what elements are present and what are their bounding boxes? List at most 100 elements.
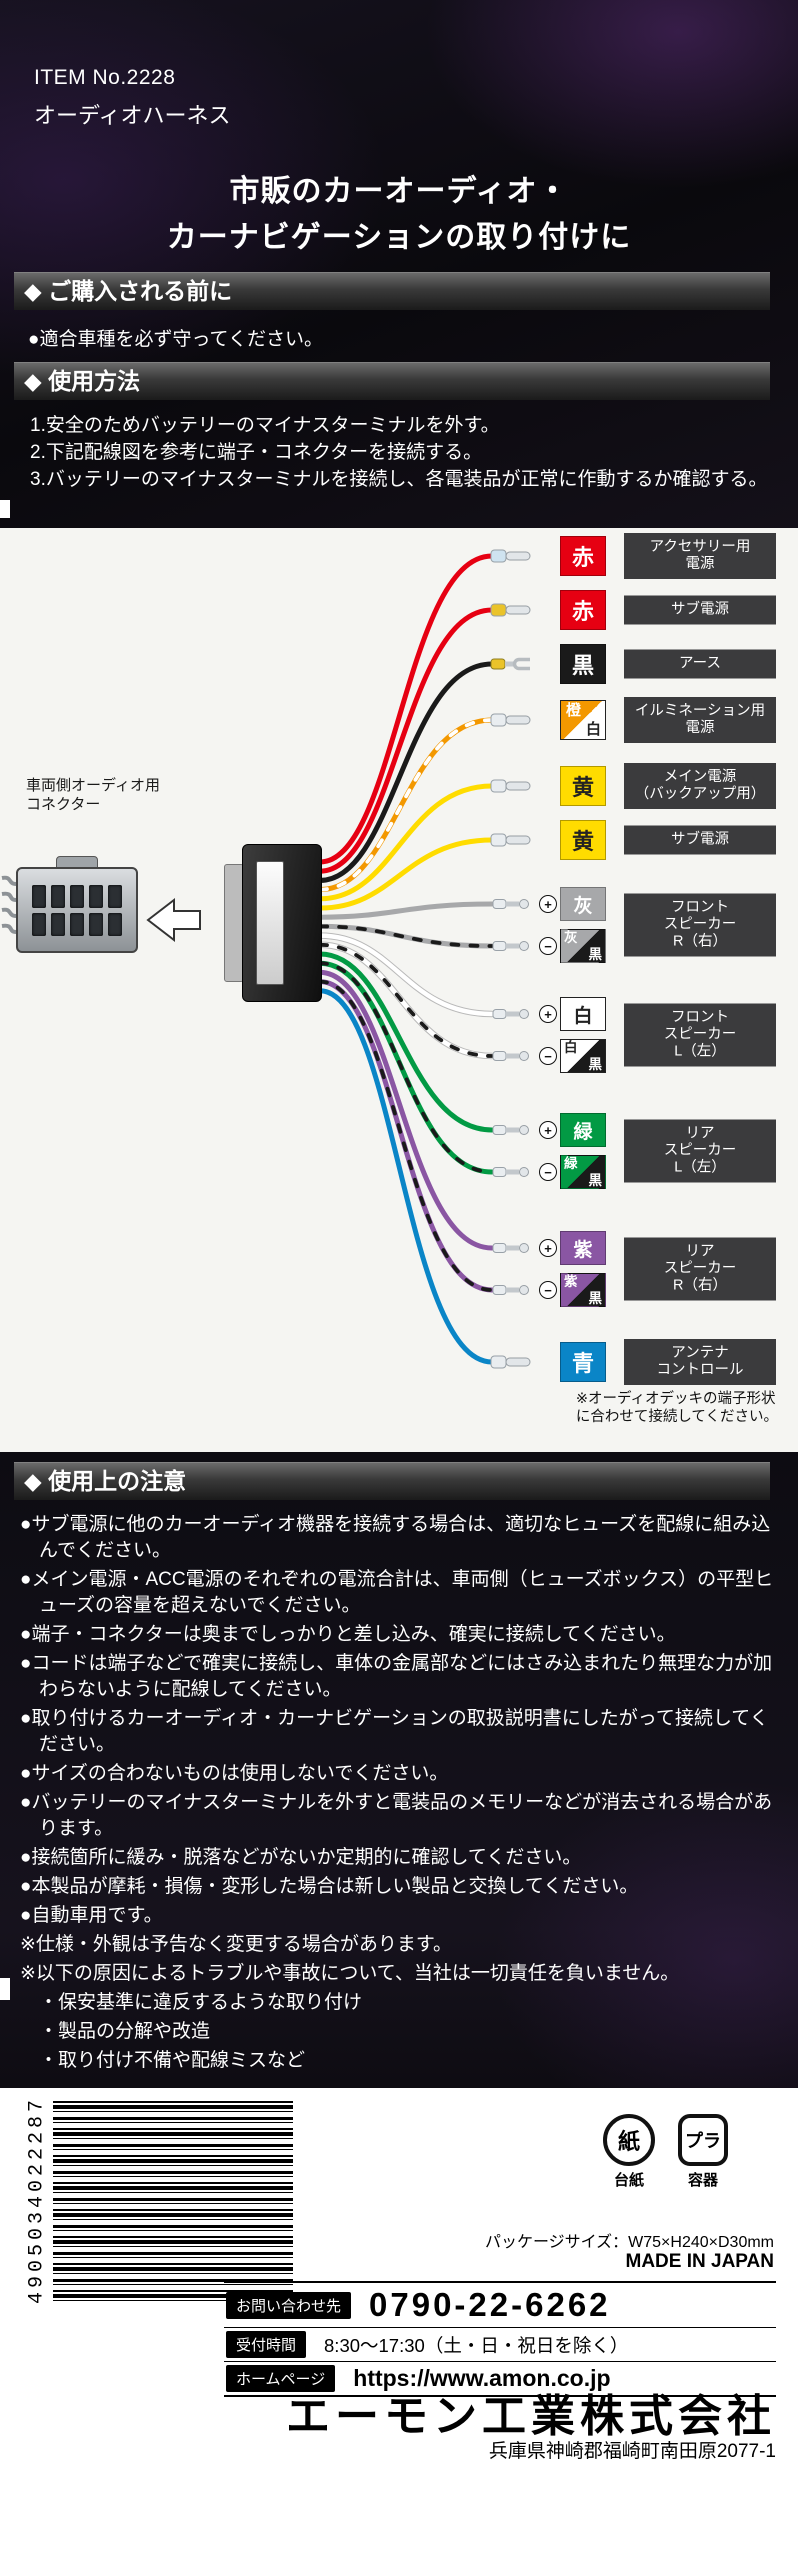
recycle-plastic-mark: プラ 容器 (672, 2114, 734, 2190)
connector-pin-slot (108, 884, 122, 908)
caution-item: ●自動車用です。 (20, 1905, 163, 1926)
diagram-wire-row: −紫黒 (490, 1273, 606, 1307)
polarity-icon: + (539, 1005, 557, 1023)
connector-pin-slot (32, 912, 46, 936)
polarity-icon: − (539, 1047, 557, 1065)
wire-function-label: フロント スピーカー R（右） (624, 893, 776, 957)
recycle-paper-label: 台紙 (613, 2172, 644, 2189)
terminal-icon (490, 1281, 536, 1299)
barcode-number: 4905034022287 (22, 2096, 52, 2304)
main-title-line2: カーナビゲーションの取り付けに (166, 221, 632, 254)
terminal-icon (490, 655, 536, 673)
connector-pin-slot (89, 884, 103, 908)
diagram-wire-row: +橙白 (490, 700, 606, 740)
terminal-icon (490, 1163, 536, 1181)
barcode-bars (52, 2100, 294, 2302)
diagram-footnote: ※オーディオデッキの端子形状 に合わせて接続してください。 (576, 1390, 778, 1426)
caution-item: ●バッテリーのマイナスターミナルを外すと電装品のメモリーなどが消去される場合があ… (20, 1792, 773, 1839)
terminal-icon (490, 711, 536, 729)
hours-value: 8:30～17:30（土・日・祝日を除く） (324, 2334, 629, 2356)
diagram-wire-row: +白 (490, 997, 606, 1031)
barcode-digits: 4905034022287 (25, 2095, 49, 2305)
recycle-paper-mark: 紙 台紙 (598, 2114, 660, 2190)
registration-mark (0, 500, 10, 518)
terminal-icon (490, 1047, 536, 1065)
homepage-url: https://www.amon.co.jp (353, 2365, 611, 2391)
diagram-wire-row: +赤 (490, 590, 606, 630)
terminal-icon (490, 1353, 536, 1371)
terminal-icon (490, 937, 536, 955)
wire-color-chip: 緑黒 (560, 1155, 606, 1189)
wire-function-label: リア スピーカー R（右） (624, 1237, 776, 1301)
caution-item: ・取り付け不備や配線ミスなど (20, 2050, 306, 2071)
connector-pin-slot (89, 912, 103, 936)
main-title-line1: 市販のカーオーディオ・ (229, 175, 569, 208)
footer-section: 4905034022287 紙 台紙 プラ 容器 パッケージサイズ：W75×H2… (0, 2088, 798, 2560)
diagram-wire-row: +紫 (490, 1231, 606, 1265)
polarity-icon: − (539, 937, 557, 955)
connector-pin-slot (51, 884, 65, 908)
hours-label: 受付時間 (226, 2331, 307, 2358)
connector-body (16, 867, 138, 953)
product-name: オーディオハーネス (34, 103, 231, 128)
vehicle-connector-label: 車両側オーディオ用 コネクター (26, 777, 160, 813)
section-heading-before-purchase: ◆ ご購入される前に (14, 272, 770, 310)
wire-color-chip: 灰 (560, 887, 606, 921)
phone-number: 0790-22-6262 (369, 2286, 611, 2323)
contact-label: お問い合わせ先 (226, 2291, 352, 2319)
caution-item: ●メイン電源・ACC電源のそれぞれの電流合計は、車両側（ヒューズボックス）の平型… (20, 1569, 774, 1616)
terminal-icon (490, 1239, 536, 1257)
footnote-line1: ※オーディオデッキの端子形状 (575, 1391, 776, 1407)
package-size: パッケージサイズ：W75×H240×D30mm (484, 2234, 774, 2251)
made-in-japan: MADE IN JAPAN (625, 2251, 775, 2272)
polarity-icon: − (539, 1163, 557, 1181)
wire-color-chip: 赤 (560, 536, 606, 576)
polarity-icon: + (539, 895, 557, 913)
polarity-icon: + (539, 1121, 557, 1139)
caution-item: ●本製品が摩耗・損傷・変形した場合は新しい製品と交換してください。 (20, 1876, 639, 1897)
connector-pin-slot (51, 912, 65, 936)
wire-color-chip: 青 (560, 1342, 606, 1382)
caution-item: ●サイズの合わないものは使用しないでください。 (20, 1763, 449, 1784)
wire-paths (316, 553, 496, 1365)
caution-item: ●接続箇所に緩み・脱落などがないか定期的に確認してください。 (20, 1847, 582, 1868)
usage-step: 1.安全のためバッテリーのマイナスターミナルを外す。 (30, 415, 500, 436)
section-heading-usage: ◆ 使用方法 (14, 362, 770, 400)
connector-pin-grid (32, 884, 122, 936)
recycle-plastic-icon: プラ (678, 2114, 728, 2166)
caution-item: ●サブ電源に他のカーオーディオ機器を接続する場合は、適切なヒューズを配線に組み込… (20, 1514, 771, 1561)
diagram-wire-row: −緑黒 (490, 1155, 606, 1189)
wire-color-chip: 緑 (560, 1113, 606, 1147)
caution-item: ※仕様・外観は予告なく変更する場合があります。 (20, 1934, 453, 1955)
terminal-icon (490, 777, 536, 795)
terminal-icon (490, 1121, 536, 1139)
caution-item: ●取り付けるカーオーディオ・カーナビゲーションの取扱説明書にしたがって接続してく… (20, 1708, 769, 1755)
wire-function-label: サブ電源 (624, 825, 776, 855)
usage-step: 3.バッテリーのマイナスターミナルを接続し、各電装品が正常に作動するか確認する。 (30, 469, 768, 490)
caution-list: ●サブ電源に他のカーオーディオ機器を接続する場合は、適切なヒューズを配線に組み込… (20, 1512, 776, 2077)
phone-row: お問い合わせ先 0790-22-6262 (224, 2283, 776, 2327)
wire-color-chip: 白 (560, 997, 606, 1031)
connector-pin-slot (108, 912, 122, 936)
wire-color-chip: 橙白 (560, 700, 606, 740)
diagram-wire-row: +灰 (490, 887, 606, 921)
terminal-icon (490, 831, 536, 849)
diagram-wire-row: +緑 (490, 1113, 606, 1147)
footnote-line2: に合わせて接続してください。 (575, 1409, 778, 1425)
barcode: 4905034022287 (22, 2096, 294, 2304)
wire-color-chip: 黄 (560, 766, 606, 806)
terminal-icon (490, 1005, 536, 1023)
wire-function-label: アース (624, 649, 776, 679)
homepage-label: ホームページ (226, 2365, 336, 2392)
wiring-harness-svg (1, 553, 496, 1365)
caution-item: ●コードは端子などで確実に接続し、車体の金属部などにはさみ込まれたり無理な力が加… (20, 1653, 773, 1700)
item-number: ITEM No.2228 (34, 66, 176, 89)
caution-item: ・製品の分解や改造 (20, 2021, 211, 2042)
terminal-icon (490, 895, 536, 913)
connector-window (256, 861, 284, 985)
usage-step: 2.下記配線図を参考に端子・コネクターを接続する。 (30, 442, 483, 463)
top-section: ITEM No.2228 オーディオハーネス 市販のカーオーディオ・ カーナビゲ… (0, 0, 798, 528)
caution-item: ・保安基準に違反するような取り付け (20, 1992, 363, 2013)
diagram-wire-row: +青 (490, 1342, 606, 1382)
